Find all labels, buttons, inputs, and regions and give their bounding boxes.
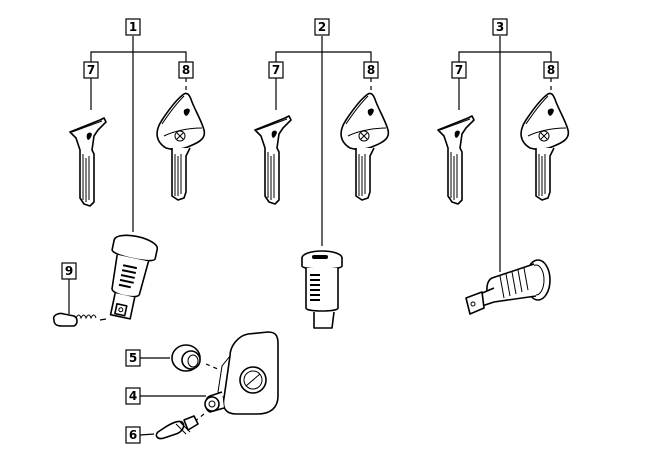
rubber-cap-icon bbox=[171, 344, 201, 372]
key-flat-icon bbox=[254, 115, 292, 205]
callout-8-group2[interactable]: 8 bbox=[363, 61, 379, 79]
callout-8-text: 8 bbox=[182, 63, 190, 77]
key-flat-icon bbox=[437, 115, 475, 205]
leader-6 bbox=[139, 433, 155, 436]
callout-4-text: 4 bbox=[129, 389, 137, 403]
callout-9[interactable]: 9 bbox=[61, 262, 77, 280]
callout-4[interactable]: 4 bbox=[125, 387, 141, 405]
key-logo-icon bbox=[156, 92, 206, 201]
callout-1[interactable]: 1 bbox=[125, 18, 141, 36]
bracket-2 bbox=[275, 51, 372, 62]
callout-3-text: 3 bbox=[496, 20, 504, 34]
callout-8-group1[interactable]: 8 bbox=[178, 61, 194, 79]
lock-cylinder-3-icon bbox=[465, 259, 551, 315]
key-logo-icon bbox=[340, 92, 390, 201]
spring-icon bbox=[52, 312, 107, 327]
pin-icon bbox=[155, 415, 199, 440]
callout-6-text: 6 bbox=[129, 428, 137, 442]
lower-assembly: 5 4 6 bbox=[125, 331, 279, 444]
callout-5-text: 5 bbox=[129, 351, 137, 365]
callout-7-text: 7 bbox=[455, 63, 463, 77]
lock-housing-icon bbox=[204, 331, 279, 415]
key-logo-icon bbox=[520, 92, 570, 201]
callout-5[interactable]: 5 bbox=[125, 349, 141, 367]
callout-2[interactable]: 2 bbox=[314, 18, 330, 36]
callout-3[interactable]: 3 bbox=[492, 18, 508, 36]
callout-7-group2[interactable]: 7 bbox=[268, 61, 284, 79]
callout-8-text: 8 bbox=[547, 63, 555, 77]
callout-7-group1[interactable]: 7 bbox=[83, 61, 99, 79]
bracket-1 bbox=[90, 51, 187, 62]
callout-1-text: 1 bbox=[129, 20, 137, 34]
callout-7-text: 7 bbox=[272, 63, 280, 77]
callout-7-group3[interactable]: 7 bbox=[451, 61, 467, 79]
key-flat-icon bbox=[69, 117, 107, 207]
lock-cylinder-2-icon bbox=[301, 250, 343, 329]
callout-8-group3[interactable]: 8 bbox=[543, 61, 559, 79]
lock-cylinder-1-icon bbox=[109, 234, 159, 320]
group-3: 3 7 8 bbox=[437, 18, 570, 315]
callout-8-text: 8 bbox=[367, 63, 375, 77]
callout-9-text: 9 bbox=[65, 264, 73, 278]
assembly-dash-5 bbox=[205, 363, 221, 371]
group-1: 1 7 8 9 bbox=[52, 18, 206, 327]
group-2: 2 7 8 bbox=[254, 18, 390, 329]
callout-7-text: 7 bbox=[87, 63, 95, 77]
callout-6[interactable]: 6 bbox=[125, 426, 141, 444]
callout-2-text: 2 bbox=[318, 20, 326, 34]
bracket-3 bbox=[458, 51, 552, 62]
